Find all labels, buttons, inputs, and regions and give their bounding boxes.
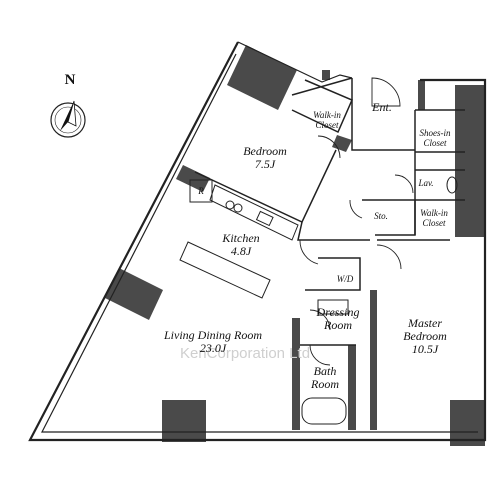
bath-room-label-line2: Room — [310, 377, 339, 391]
living-dining-room-name: Living Dining Room — [163, 328, 262, 342]
wall-stub-2 — [332, 135, 352, 152]
dressing-room-label-line1: Dressing — [316, 305, 360, 319]
compass-needle-icon — [60, 101, 74, 131]
stove-burner-icon — [225, 200, 235, 210]
column-south — [162, 400, 206, 442]
structural-walls — [105, 45, 485, 446]
stove-burner-icon — [233, 203, 243, 213]
refrigerator-box — [189, 179, 213, 203]
wall-bath-east — [348, 345, 356, 430]
column-southeast — [450, 400, 485, 446]
doors — [299, 77, 414, 366]
wd-outline — [305, 257, 361, 291]
wall-kitchen-corner — [176, 165, 210, 192]
outer-walls — [28, 41, 487, 442]
wall-bath-west — [292, 318, 300, 430]
walkin-closet-2-label-line2: Closet — [422, 218, 446, 228]
north-label: N — [65, 72, 76, 88]
sink-icon — [255, 210, 274, 227]
column-east-upper — [455, 85, 485, 237]
dressing-counter — [317, 299, 349, 315]
kitchen-size: 4.8J — [231, 244, 252, 258]
living-dining-room-size: 23.0J — [200, 341, 227, 355]
shoes-in-closet-label-line1: Shoes-in — [420, 128, 451, 138]
kitchen-name: Kitchen — [221, 231, 259, 245]
room-labels: Walk-in Closet Ent. Shoes-in Closet Bedr… — [163, 100, 451, 391]
toilet-icon — [446, 176, 458, 194]
watermark: KenCorporation Ltd — [180, 345, 310, 362]
kitchen-counter — [209, 184, 299, 241]
bedroom-name: Bedroom — [243, 144, 287, 158]
dressing-room-label-line2: Room — [323, 318, 352, 332]
master-bedroom-label-line1: Master — [407, 316, 442, 330]
wall-stub-1 — [322, 70, 330, 80]
column-north — [227, 45, 297, 110]
walkin-closet-1-label-line2: Closet — [315, 120, 339, 130]
dressing-door-icon — [309, 309, 331, 331]
walkin-closet-1-outline — [291, 79, 353, 134]
fixtures — [179, 176, 458, 425]
shoes-in-closet-label-line2: Closet — [423, 138, 447, 148]
north-wall-line — [237, 41, 353, 83]
walkin-closet-1-label-line1: Walk-in — [313, 110, 341, 120]
wall-master-west — [370, 290, 377, 430]
wall-ent-east — [418, 80, 425, 110]
master-door-icon — [376, 244, 402, 270]
hall-door-icon — [299, 239, 319, 265]
compass-circle — [50, 102, 86, 138]
compass-needle-light-icon — [67, 100, 77, 127]
walkin-closet-2-label-line1: Walk-in — [420, 208, 448, 218]
lavatory-label: Lav. — [417, 178, 433, 188]
entrance-label: Ent. — [371, 100, 392, 114]
bathtub-icon — [301, 397, 347, 425]
storage-label: Sto. — [374, 211, 388, 221]
outer-wall-line — [28, 41, 487, 442]
washer-dryer-label: W/D — [337, 274, 354, 284]
kitchen-island — [179, 241, 271, 299]
wall-hall — [297, 221, 370, 241]
master-bedroom-size: 10.5J — [412, 342, 439, 356]
bedroom-size: 7.5J — [255, 157, 276, 171]
outer-wall-inner-line — [41, 53, 478, 433]
refrigerator-label: R — [197, 186, 204, 196]
storage-outline — [362, 199, 416, 236]
lav-door-icon — [394, 174, 414, 194]
master-bedroom-label-line2: Bedroom — [403, 329, 447, 343]
storage-door-icon — [349, 199, 363, 219]
column-west — [105, 268, 163, 320]
entrance-door-icon — [371, 77, 401, 107]
compass: N — [50, 72, 86, 138]
bath-room-label-line1: Bath — [314, 364, 337, 378]
bath-door-icon — [309, 344, 331, 366]
wall-entrance-west — [351, 78, 415, 151]
bedroom-door-icon — [317, 135, 341, 159]
compass-inner-circle — [54, 106, 82, 134]
interior-walls — [194, 77, 465, 346]
